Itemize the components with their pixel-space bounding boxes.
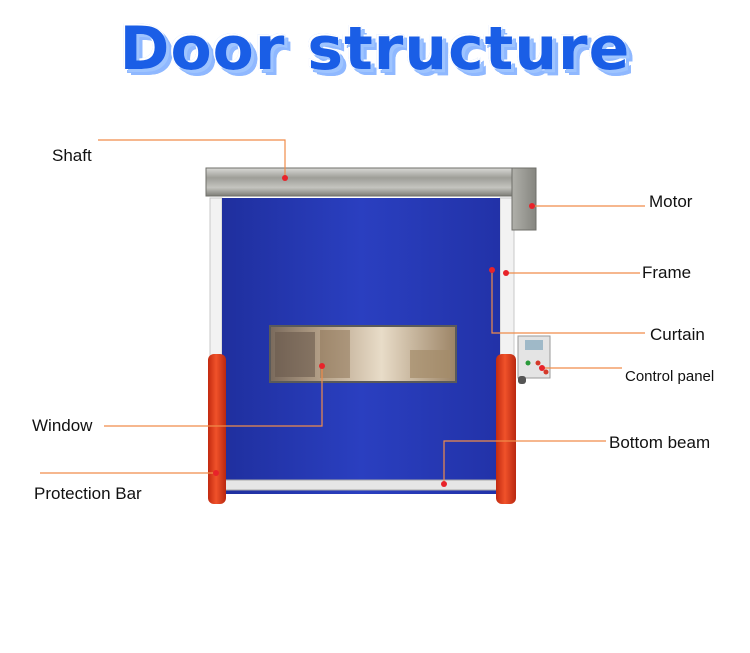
window xyxy=(270,326,456,382)
label-curtain: Curtain xyxy=(650,325,705,345)
label-motor: Motor xyxy=(649,192,692,212)
label-control-panel: Control panel xyxy=(625,368,714,385)
bottom-beam xyxy=(222,480,500,490)
label-shaft: Shaft xyxy=(52,146,92,166)
label-protection-bar: Protection Bar xyxy=(34,484,142,504)
label-frame: Frame xyxy=(642,263,691,283)
leader-line-curtain xyxy=(492,270,645,333)
label-window: Window xyxy=(32,416,92,436)
label-bottom-beam: Bottom beam xyxy=(609,433,710,453)
control-panel xyxy=(518,336,550,384)
